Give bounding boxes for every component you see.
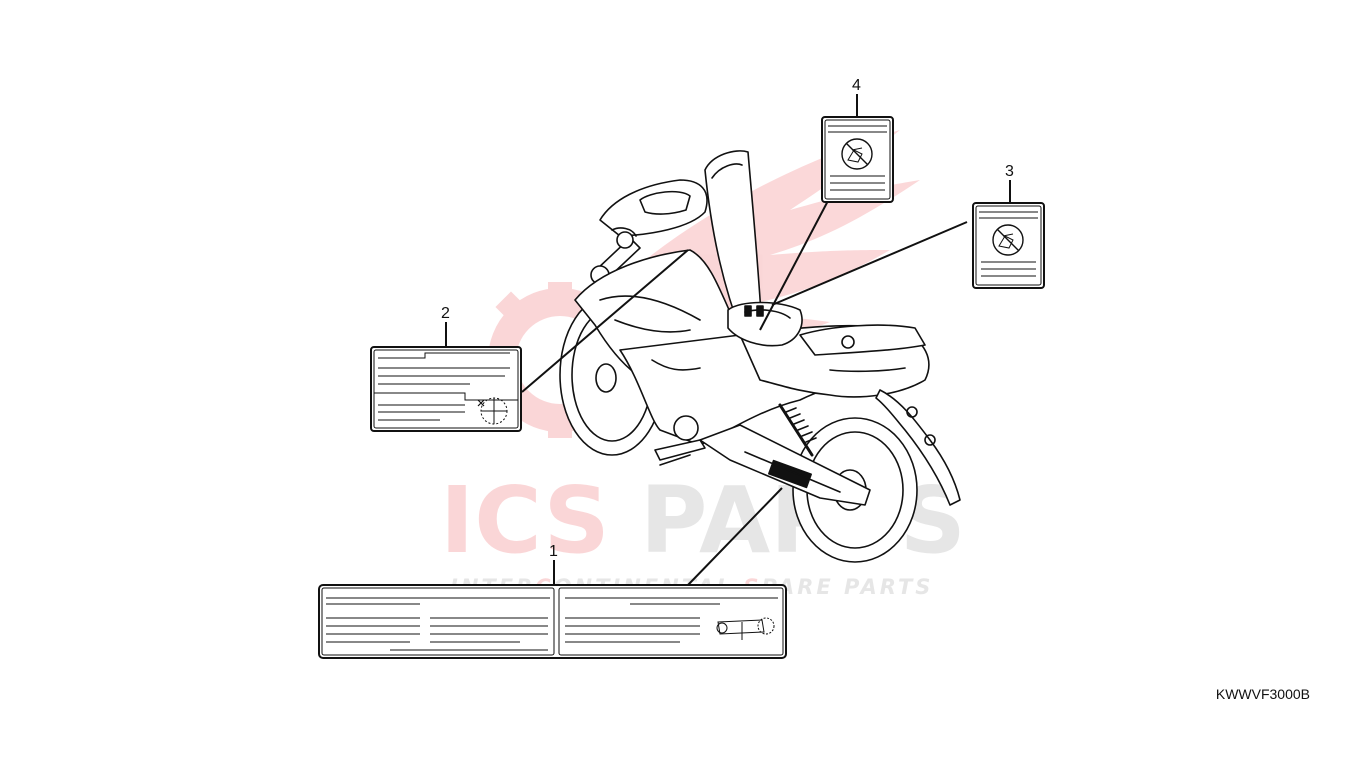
chain-label-1 bbox=[318, 584, 787, 659]
drawing-code: KWWVF3000B bbox=[1215, 686, 1310, 702]
callout-number-1: 1 bbox=[549, 543, 558, 560]
leader-line-1 bbox=[687, 487, 783, 586]
tagline-part: PARE PARTS bbox=[761, 575, 933, 599]
warning-label-4 bbox=[821, 116, 894, 203]
callout-number-3: 3 bbox=[1005, 163, 1014, 180]
watermark-brand-ics: ICS bbox=[440, 467, 610, 574]
leader-lines bbox=[445, 94, 1011, 586]
warning-label-3 bbox=[972, 202, 1045, 289]
caution-label-2 bbox=[370, 346, 522, 432]
callout-number-4: 4 bbox=[852, 77, 861, 94]
leader-line-2 bbox=[521, 249, 689, 393]
motorcycle-illustration bbox=[559, 150, 961, 563]
callout-number-2: 2 bbox=[441, 305, 450, 322]
leader-line-3 bbox=[771, 221, 968, 306]
